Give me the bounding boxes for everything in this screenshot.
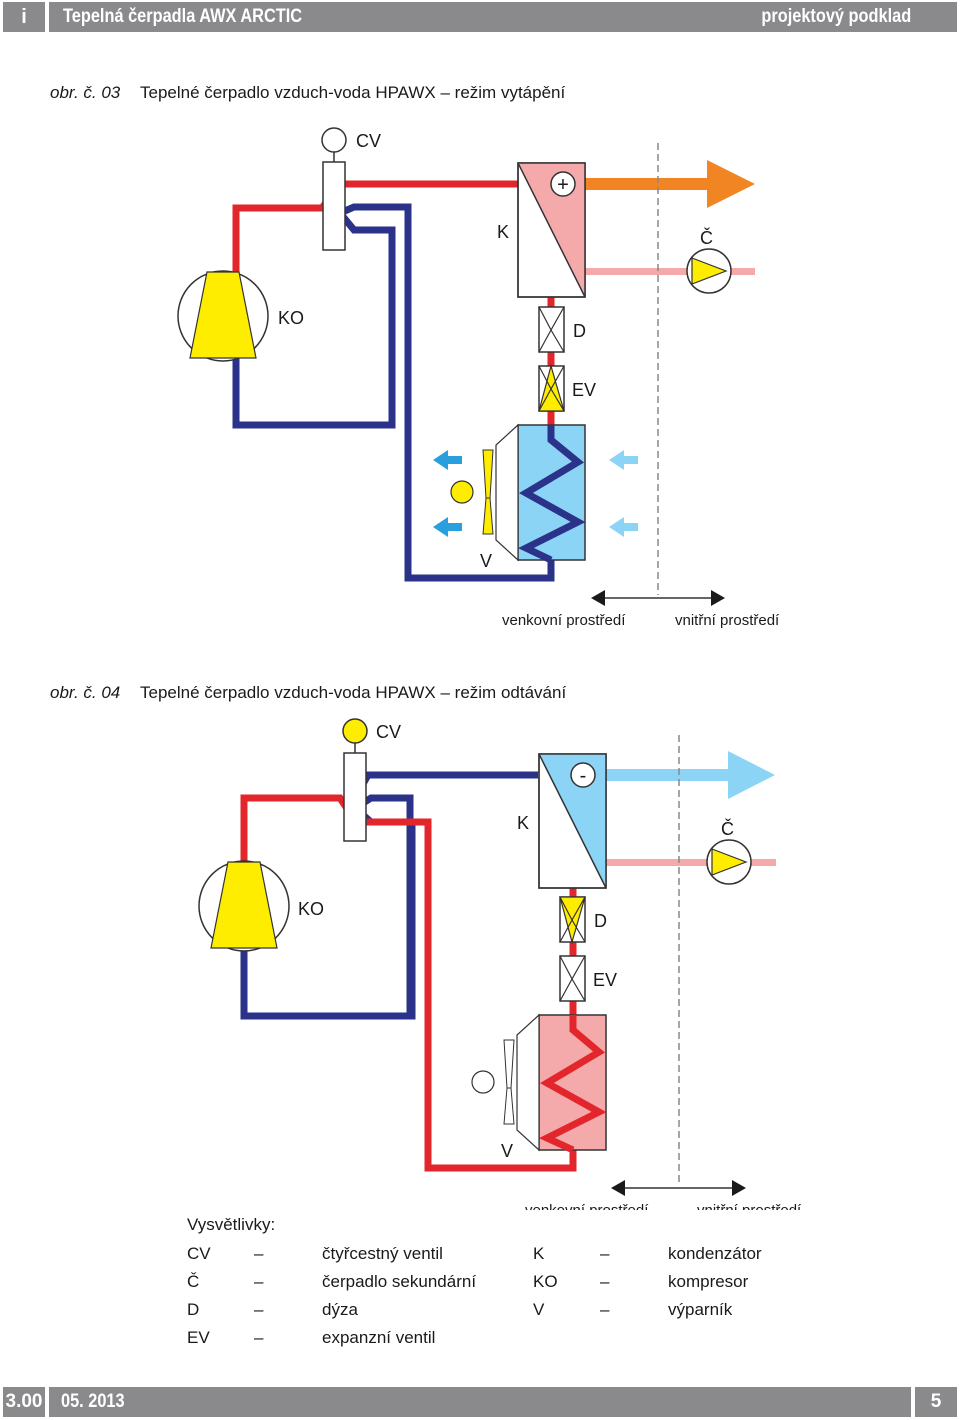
four-way-valve-actuator: [321, 127, 347, 153]
zone-indoor: vnitřní prostředí: [675, 612, 780, 629]
label-cv: CV: [356, 131, 381, 151]
legend-title: Vysvětlivky:: [187, 1215, 276, 1234]
label-ko: KO: [278, 308, 304, 328]
legend-abbr: D: [187, 1300, 200, 1319]
header-doc-type: projektový podklad: [761, 6, 911, 27]
legend-desc: expanzní ventil: [322, 1328, 436, 1347]
air-out-arrow-top: [433, 450, 462, 470]
air-in-arrow-top: [609, 450, 638, 470]
return-pipe: [606, 859, 776, 866]
label-sign: -: [580, 765, 587, 787]
figure-03-title: Tepelné čerpadlo vzduch-voda HPAWX – rež…: [140, 83, 566, 102]
legend-dash: –: [254, 1328, 264, 1347]
return-pipe: [585, 268, 755, 275]
hot-line-compressor-out: [240, 794, 577, 1172]
label-v: V: [501, 1141, 513, 1161]
label-c: Č: [721, 818, 734, 839]
legend-desc: kompresor: [668, 1272, 749, 1291]
heating-output-pipe: [585, 178, 711, 190]
legend-desc: čerpadlo sekundární: [322, 1272, 477, 1291]
label-ev: EV: [572, 380, 596, 400]
label-cv: CV: [376, 722, 401, 742]
footer-section: 3.00: [3, 1387, 45, 1417]
zone-indoor: vnitřní prostředí: [697, 1202, 802, 1210]
legend-dash: –: [254, 1300, 264, 1319]
condenser-defrost-sign: [570, 762, 596, 788]
legend-desc: dýza: [322, 1300, 358, 1319]
evaporator-coil: [538, 1015, 607, 1154]
legend-abbr: Č: [187, 1272, 200, 1291]
legend-desc: čtyřcestný ventil: [322, 1244, 443, 1263]
four-way-valve: [343, 752, 367, 842]
legend-abbr: K: [533, 1244, 545, 1263]
legend-desc: kondenzátor: [668, 1244, 762, 1263]
heating-mode-diagram: CV + K Č KO D EV V venkovní prostředí vn…: [177, 127, 780, 629]
four-way-valve: [322, 161, 346, 251]
legend-dash: –: [600, 1244, 610, 1263]
hot-line-compressor-to-cv: [232, 180, 518, 300]
label-v: V: [480, 551, 492, 571]
figure-04-number: obr. č. 04: [50, 683, 121, 702]
legend-abbr: V: [533, 1300, 545, 1319]
label-d: D: [573, 321, 586, 341]
defrost-output-pipe: [606, 769, 732, 781]
legend-abbr: KO: [533, 1272, 558, 1291]
legend-dash: –: [600, 1300, 610, 1319]
fan-motor: [450, 480, 474, 504]
heating-output-arrow: [707, 160, 755, 208]
figure-04-title: Tepelné čerpadlo vzduch-voda HPAWX – rež…: [140, 683, 567, 702]
defrost-output-arrow: [728, 751, 775, 799]
info-icon: i: [21, 6, 27, 28]
figure-03-number: obr. č. 03: [50, 83, 121, 102]
label-d: D: [594, 911, 607, 931]
legend-abbr: CV: [187, 1244, 211, 1263]
header-bar: Tepelná čerpadla AWX ARCTIC projektový p…: [49, 2, 957, 32]
label-k: K: [497, 222, 509, 242]
defrost-mode-diagram: CV - K Č KO D EV V venkovní prostředí vn…: [198, 718, 802, 1210]
label-c: Č: [700, 227, 713, 248]
header-title: Tepelná čerpadla AWX ARCTIC: [63, 6, 303, 27]
label-ev: EV: [593, 970, 617, 990]
evaporator-coil: [518, 425, 586, 564]
label-sign: +: [557, 174, 569, 196]
legend-dash: –: [600, 1272, 610, 1291]
legend-dash: –: [254, 1244, 264, 1263]
fan-housing: [495, 423, 519, 562]
label-ko: KO: [298, 899, 324, 919]
air-out-arrow-bottom: [433, 517, 462, 537]
fan-motor: [471, 1070, 495, 1094]
footer-page-number: 5: [915, 1387, 957, 1417]
zone-outdoor: venkovní prostředí: [525, 1202, 649, 1210]
fan-housing: [516, 1013, 540, 1152]
footer-date: 05. 2013: [61, 1391, 125, 1412]
air-in-arrow-bottom: [609, 517, 638, 537]
legend-dash: –: [254, 1272, 264, 1291]
legend-desc: výparník: [668, 1300, 733, 1319]
footer-bar: 05. 2013: [49, 1387, 911, 1417]
header-info-badge: i: [3, 2, 45, 32]
condenser-heat-sign: [550, 171, 576, 197]
legend-abbr: EV: [187, 1328, 210, 1347]
zone-outdoor: venkovní prostředí: [502, 612, 626, 629]
four-way-valve-actuator: [342, 718, 368, 744]
label-k: K: [517, 813, 529, 833]
